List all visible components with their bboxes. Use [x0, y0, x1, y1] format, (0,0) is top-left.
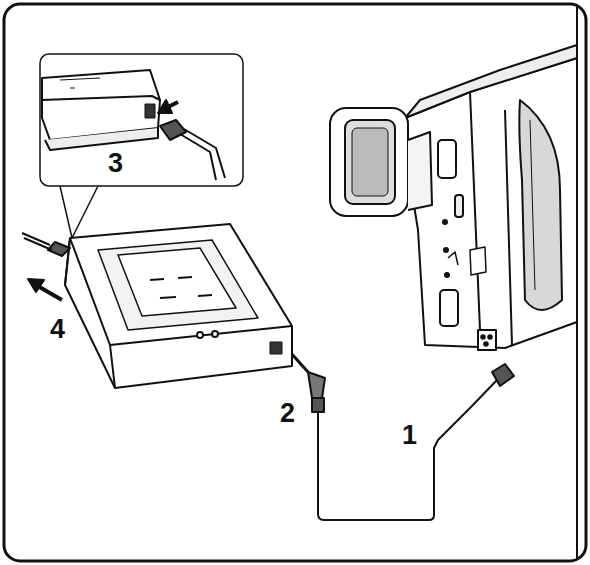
callout-number: 1 — [402, 422, 417, 449]
callout-number: 2 — [280, 400, 295, 427]
callout-number: 3 — [108, 150, 123, 177]
callout-number: 4 — [50, 316, 65, 343]
